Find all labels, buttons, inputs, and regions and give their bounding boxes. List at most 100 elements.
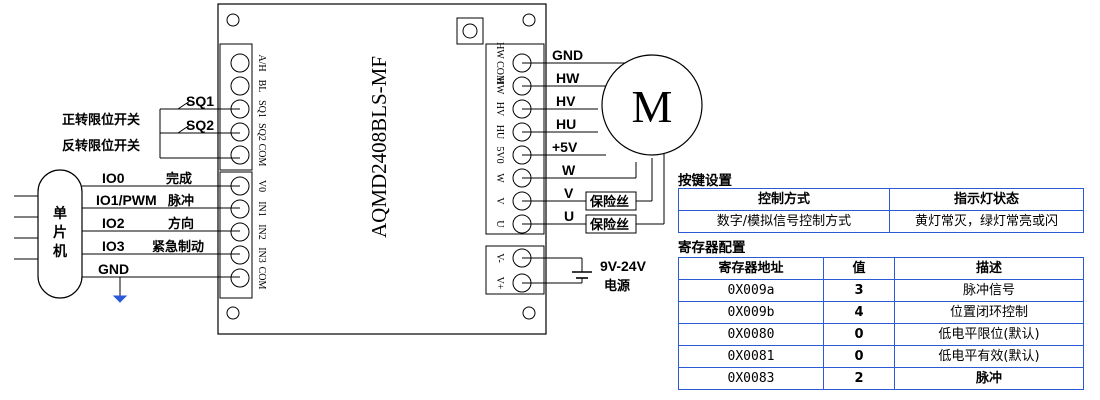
mcu-func-estop: 紧急制动 [152, 239, 204, 255]
register-header-value: 值 [823, 257, 895, 280]
mcu-signal-io3: IO3 [102, 238, 125, 254]
register-description-cell: 脉冲 [894, 367, 1084, 390]
mcu-signal-gnd: GND [98, 261, 129, 277]
table-row: 数字/模拟信号控制方式 黄灯常灭，绿灯常亮或闪 [678, 210, 1084, 233]
key-settings-table: 控制方式 指示灯状态 数字/模拟信号控制方式 黄灯常灭，绿灯常亮或闪 [678, 188, 1084, 233]
power-voltage: 9V-24V [600, 258, 647, 274]
right-9-pin-label: V+ [494, 277, 505, 290]
table-row: 控制方式 指示灯状态 [678, 188, 1084, 211]
fuse-v [585, 191, 637, 211]
left-7-terminal-icon [230, 222, 250, 242]
left-8-terminal-icon [230, 245, 250, 265]
fuse-v-label: 保险丝 [589, 194, 629, 210]
left-4-terminal-icon [230, 145, 250, 165]
right-8-pin-label: V- [494, 253, 505, 263]
left-9-terminal-icon [230, 268, 250, 288]
left-4-pin-label: COM [256, 144, 267, 167]
register-value-cell: 0 [823, 345, 895, 368]
motor-icon [601, 54, 703, 156]
right-5-pin-label: W [494, 173, 505, 183]
power-label: 电源 [604, 278, 630, 294]
register-header-address: 寄存器地址 [678, 257, 824, 280]
left-2-pin-label: SQ1 [256, 100, 267, 118]
register-header-description: 描述 [894, 257, 1084, 280]
forward-limit-label: 正转限位开关 [62, 112, 140, 128]
mcu-wires [14, 185, 240, 296]
right-1-pin-label: HW [494, 78, 505, 95]
power-wires [522, 257, 592, 284]
limit-switch-wires [159, 100, 240, 159]
register-description-cell: 位置闭环控制 [894, 301, 1084, 324]
fuse-u [585, 214, 637, 234]
register-value-cell: 2 [823, 367, 895, 390]
left-9-pin-label: COM [256, 267, 267, 290]
register-address-cell: 0X009a [678, 279, 824, 302]
register-value-cell: 0 [823, 323, 895, 346]
reset-button-outer[interactable] [456, 17, 484, 45]
motor-label-u: U [564, 208, 574, 224]
left-1-terminal-icon [230, 76, 250, 96]
right-6-pin-label: V [494, 197, 505, 205]
mount-hole-bottom-left [226, 306, 240, 320]
motor-label-v: V [564, 185, 574, 201]
motor-label-gnd: GND [552, 47, 583, 63]
switch-sq2-label: SQ2 [186, 117, 214, 133]
mcu-body [37, 169, 83, 299]
table-row: 寄存器地址 值 描述 [678, 257, 1084, 280]
left-1-pin-label: BL [256, 80, 267, 93]
left-8-pin-label: IN3 [256, 247, 267, 263]
right-2-pin-label: HV [494, 102, 505, 117]
motor-label-5v: +5V [552, 139, 578, 155]
mcu-func-done: 完成 [166, 171, 192, 187]
motor-label-w: W [562, 162, 576, 178]
register-address-cell: 0X0083 [678, 367, 824, 390]
left-6-terminal-icon [230, 199, 250, 219]
register-description-cell: 低电平限位(默认) [894, 323, 1084, 346]
mount-hole-top-left [226, 13, 240, 27]
left-0-terminal-icon [230, 53, 250, 73]
key-settings-cell-mode: 数字/模拟信号控制方式 [678, 210, 890, 233]
key-settings-header-indicator: 指示灯状态 [889, 188, 1084, 211]
right-4-pin-label: 5V0 [494, 146, 505, 163]
motor-label-hu: HU [556, 116, 576, 132]
register-value-cell: 3 [823, 279, 895, 302]
ground-icon [112, 295, 128, 303]
motor-symbol: M [632, 81, 673, 132]
reverse-limit-label: 反转限位开关 [62, 138, 140, 154]
switch-sq1-label: SQ1 [186, 93, 214, 109]
key-settings-title: 按键设置 [678, 173, 732, 189]
motor-wires [522, 62, 665, 225]
register-config-title: 寄存器配置 [678, 240, 746, 256]
mount-hole-top-right [522, 13, 536, 27]
mcu-label-char-2: 片 [53, 224, 67, 240]
register-description-cell: 脉冲信号 [894, 279, 1084, 302]
left-6-pin-label: IN1 [256, 201, 267, 217]
left-5-pin-label: V0 [256, 180, 267, 192]
left-3-pin-label: SQ2 [256, 123, 267, 141]
mount-hole-bottom-right [522, 306, 536, 320]
mcu-signal-io2: IO2 [102, 215, 125, 231]
right-3-pin-label: HU [494, 125, 505, 140]
right-0-pin-label: HW COM [494, 42, 505, 84]
register-description-cell: 低电平有效(默认) [894, 345, 1084, 368]
driver-model-label: AQMD2408BLS-MF [367, 56, 391, 238]
mcu-signal-io0: IO0 [102, 170, 125, 186]
register-address-cell: 0X0081 [678, 345, 824, 368]
left-7-pin-label: IN2 [256, 224, 267, 240]
key-settings-header-mode: 控制方式 [678, 188, 890, 211]
mcu-func-direction: 方向 [168, 216, 194, 232]
register-value-cell: 4 [823, 301, 895, 324]
mcu-func-pulse: 脉冲 [167, 193, 194, 209]
left-3-terminal-icon [230, 122, 250, 142]
mcu-label-char-3: 机 [53, 243, 67, 259]
left-0-pin-label: A/H [256, 54, 267, 71]
reset-button-icon [462, 23, 478, 39]
